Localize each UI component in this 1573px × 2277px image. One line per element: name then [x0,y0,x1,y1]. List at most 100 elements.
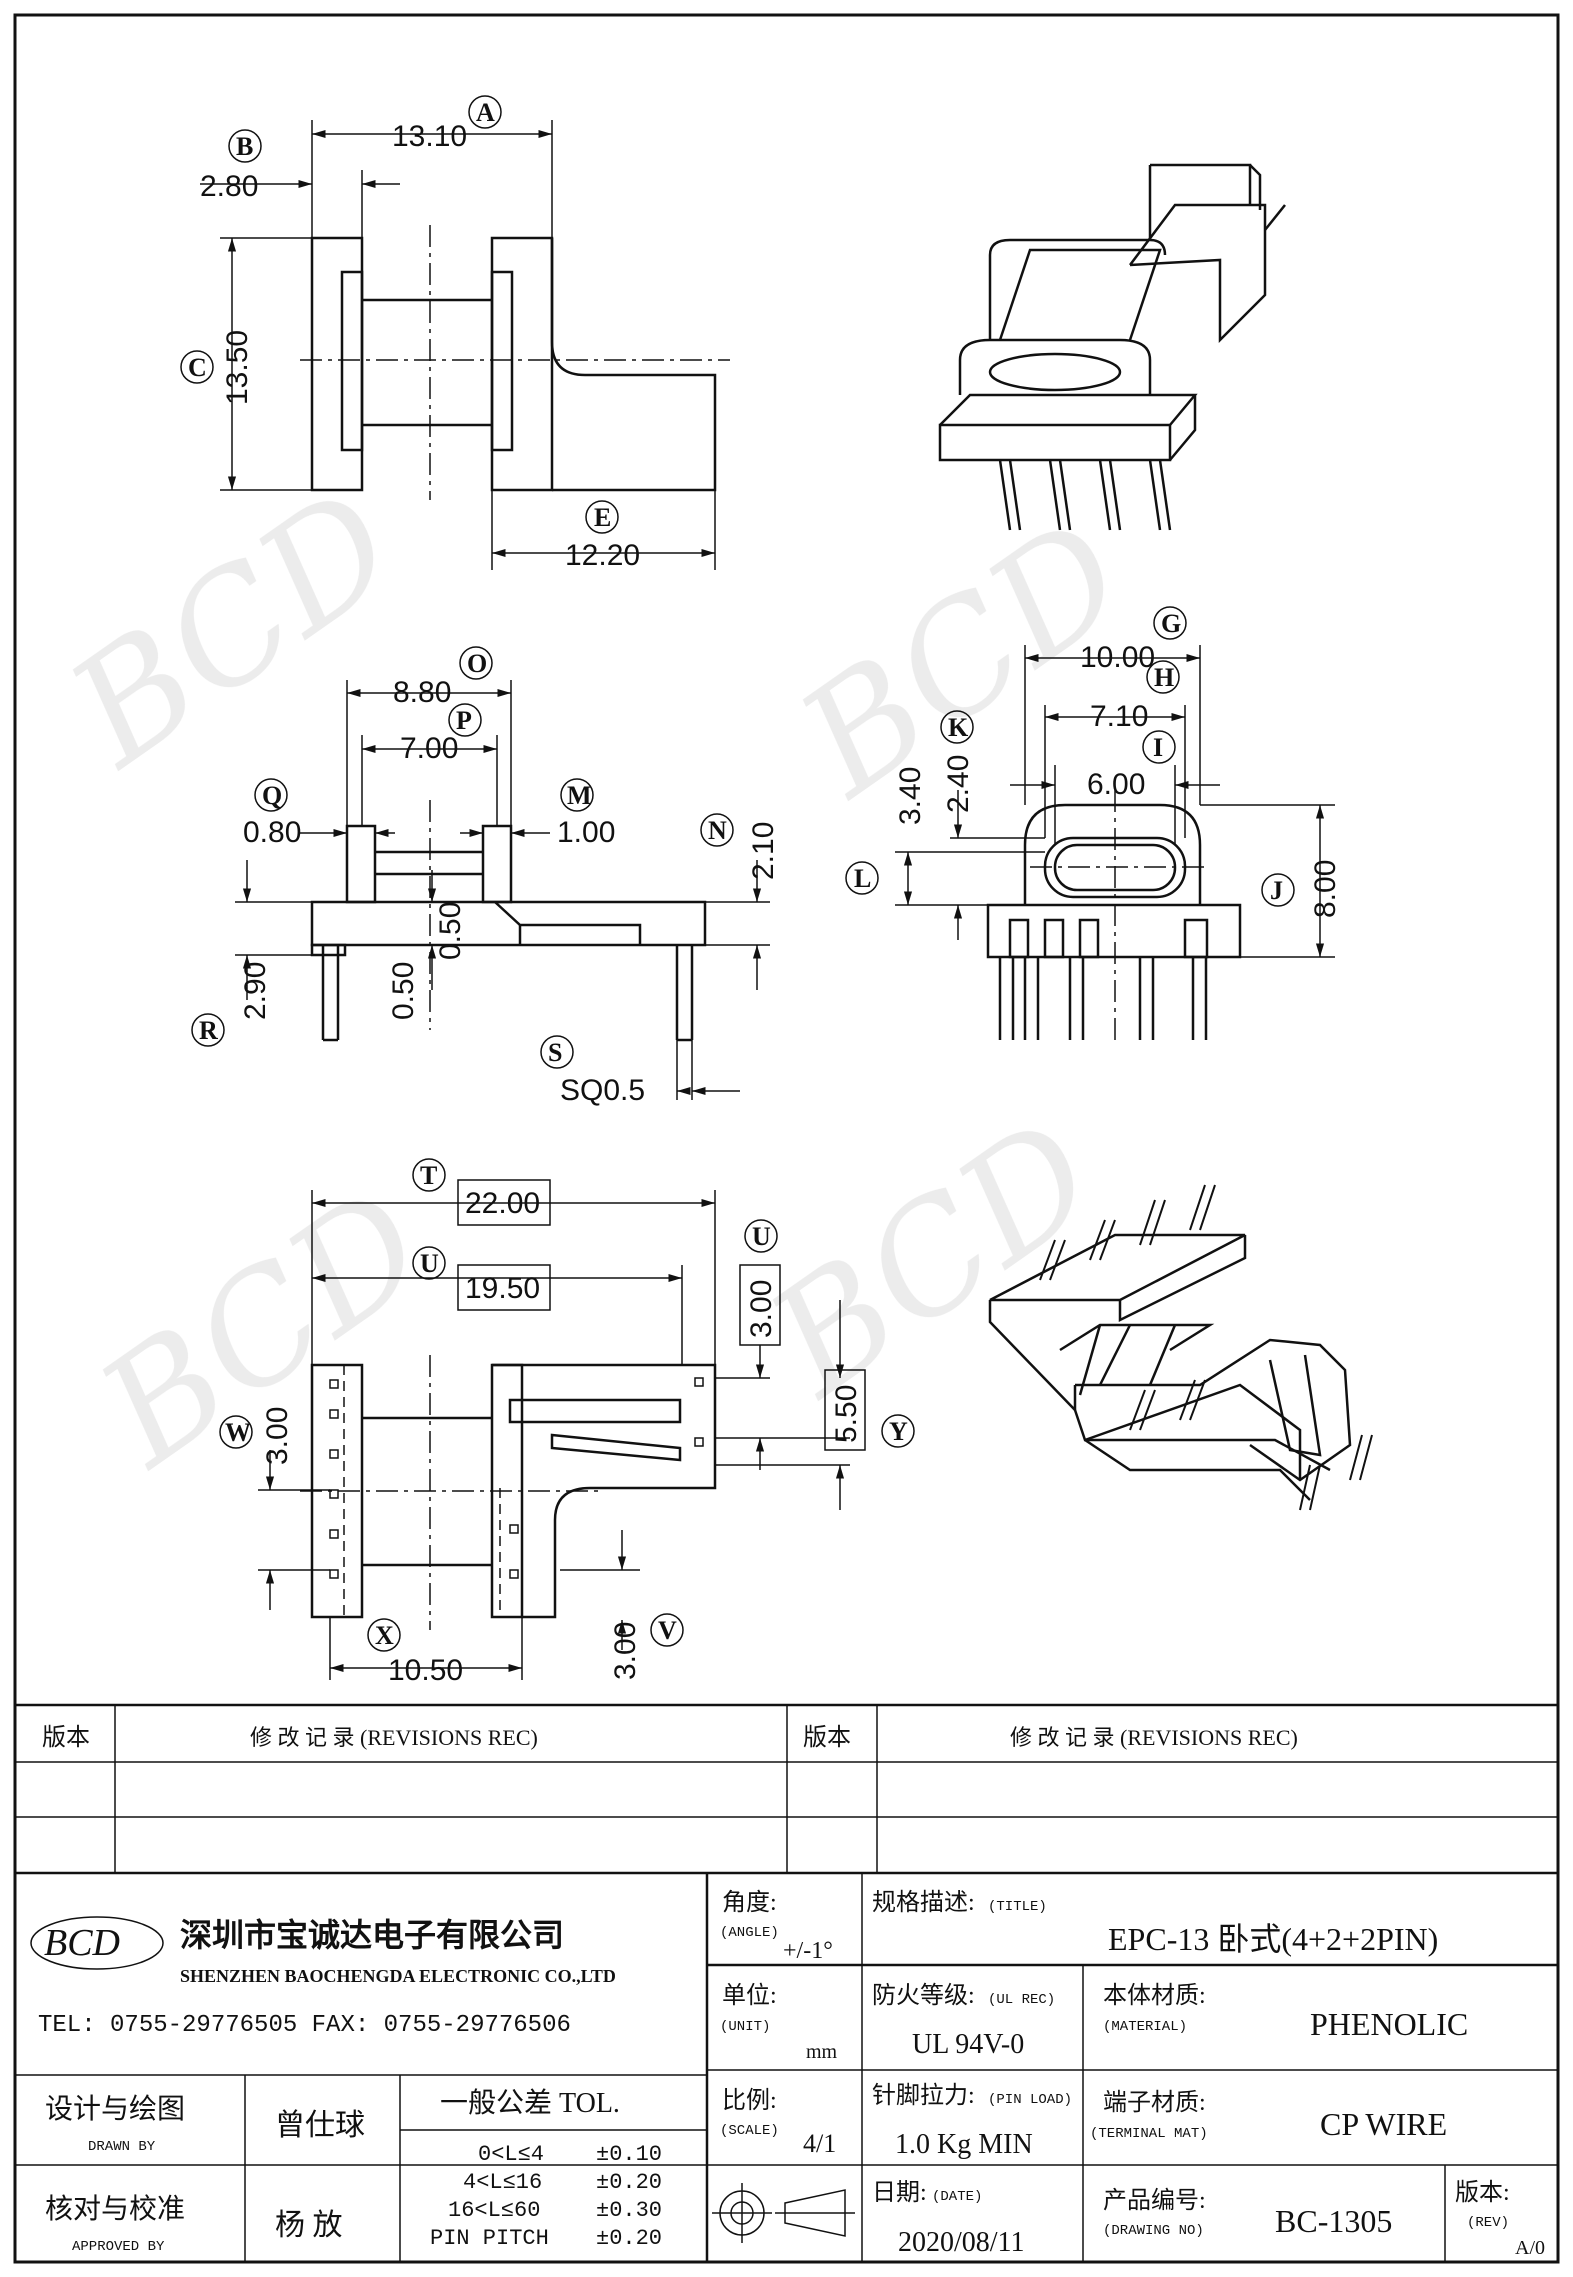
date-value: 2020/08/11 [898,2227,1025,2258]
tol-value-3: ±0.30 [596,2198,662,2223]
dim-C: 13.50 [221,330,254,405]
svg-text:L: L [854,864,871,893]
dim-A: 13.10 [392,120,467,153]
svg-text:I: I [1153,733,1163,762]
dim-half-a: 0.50 [387,962,420,1020]
dim-half-b: 0.50 [434,902,467,960]
svg-text:X: X [375,1621,394,1650]
watermark-logo: BCD BCD BCD BCD [38,457,1155,1501]
pin-load-label-en: (PIN LOAD) [988,2092,1072,2108]
callout-A: A [468,95,502,129]
tolerance-table: 0<L≤4 ±0.10 4<L≤16 ±0.20 16<L≤60 ±0.30 P… [430,2142,662,2251]
company-contact: TEL: 0755-29776505 FAX: 0755-29776506 [38,2012,571,2039]
dim-P: 7.00 [400,732,458,765]
drawing-no-value: BC-1305 [1275,2203,1392,2239]
material-value: PHENOLIC [1310,2006,1468,2042]
callout-P: P [448,703,482,737]
svg-text:H: H [1154,663,1174,692]
svg-text:V: V [658,1616,677,1645]
dim-H: 7.10 [1090,700,1148,733]
projection-symbol-icon [712,2183,855,2243]
view-middle-left: 8.80 7.00 0.80 1.00 2.10 2.90 0.50 0.50 … [191,646,780,1107]
material-label-en: (MATERIAL) [1103,2019,1187,2035]
title-value: EPC-13 卧式(4+2+2PIN) [1108,1921,1438,1957]
callout-O: O [459,646,493,680]
pin-load-value: 1.0 Kg MIN [895,2129,1033,2160]
dim-L: 2.40 [942,755,975,813]
angle-label-en: (ANGLE) [720,1925,779,1941]
svg-text:B: B [236,132,253,161]
svg-text:BCD: BCD [44,1922,120,1964]
approved-by-label-en: APPROVED BY [72,2239,165,2255]
pin-load-label: 针脚拉力: [872,2082,975,2109]
tol-range-1: 0<L≤4 [478,2142,544,2167]
svg-text:W: W [225,1418,251,1447]
tol-value-1: ±0.10 [596,2142,662,2167]
svg-text:G: G [1161,609,1181,638]
svg-text:N: N [708,816,727,845]
terminal-label-en: (TERMINAL MAT) [1090,2126,1208,2142]
view-top-left: 13.10 2.80 13.50 12.20 A B C E [180,95,730,572]
tolerance-header: 一般公差 TOL. [440,2087,620,2119]
date-label: 日期: [872,2180,927,2206]
svg-text:J: J [1270,876,1283,905]
svg-text:U: U [752,1222,771,1251]
dim-W: 3.00 [261,1407,294,1465]
drawing-no-label: 产品编号: [1103,2187,1206,2214]
dim-S: SQ0.5 [560,1074,645,1107]
scale-label: 比例: [722,2087,777,2114]
tol-range-2: 4<L≤16 [463,2170,542,2195]
callout-W: W [219,1415,253,1449]
iso-view-top-right [938,163,1286,531]
dim-M: 1.00 [557,816,615,849]
callout-K: K [940,710,974,744]
svg-text:R: R [199,1016,218,1045]
drawn-by-label: 设计与绘图 [45,2093,185,2125]
rev-label-en: (REV) [1467,2215,1509,2231]
rev-label: 版本: [1455,2179,1510,2206]
dim-K: 3.40 [894,767,927,825]
material-label: 本体材质: [1103,1982,1206,2009]
title-label: 规格描述: [872,1889,975,1916]
dim-U-top: 19.50 [465,1272,540,1305]
rev-value: A/0 [1515,2237,1545,2259]
callout-V: V [650,1613,684,1647]
title-block: BCD 深圳市宝诚达电子有限公司 SHENZHEN BAOCHENGDA ELE… [15,1873,1558,2262]
unit-label: 单位: [722,1982,777,2009]
callout-C: C [180,350,214,384]
dim-I: 6.00 [1087,768,1145,801]
callout-J: J [1261,873,1295,907]
tol-value-4: ±0.20 [596,2226,662,2251]
dim-U-side: 3.00 [745,1280,778,1338]
drawn-by-label-en: DRAWN BY [88,2139,156,2155]
dim-G: 10.00 [1080,641,1155,674]
company-name-cn: 深圳市宝诚达电子有限公司 [180,1917,564,1953]
dim-R: 2.90 [239,962,272,1020]
angle-label: 角度: [722,1889,777,1916]
scale-label-en: (SCALE) [720,2123,779,2139]
terminal-label: 端子材质: [1103,2089,1206,2116]
rev-left-version-header: 版本 [42,1724,90,1751]
dim-J: 8.00 [1309,860,1342,918]
callout-B: B [228,129,262,163]
dim-T: 22.00 [465,1187,540,1220]
dim-V: 3.00 [609,1622,642,1680]
rev-right-title-header: 修 改 记 录 (REVISIONS REC) [1010,1725,1298,1750]
callout-T: T [412,1158,446,1192]
dim-X: 10.50 [388,1654,463,1687]
callout-U-top: U [412,1246,446,1280]
svg-text:K: K [948,713,969,742]
svg-text:S: S [548,1038,562,1067]
ul-label-en: (UL REC) [988,1992,1055,2008]
approved-by-value: 杨 放 [275,2209,343,2242]
ul-label: 防火等级: [872,1982,975,2009]
tol-range-4: PIN PITCH [430,2226,549,2251]
svg-text:U: U [420,1249,439,1278]
approved-by-label: 核对与校准 [45,2193,185,2225]
tol-range-3: 16<L≤60 [448,2198,540,2223]
callout-G: G [1153,606,1187,640]
callout-S: S [540,1035,574,1069]
dim-Y: 5.50 [830,1385,863,1443]
callout-Q: Q [254,778,288,812]
